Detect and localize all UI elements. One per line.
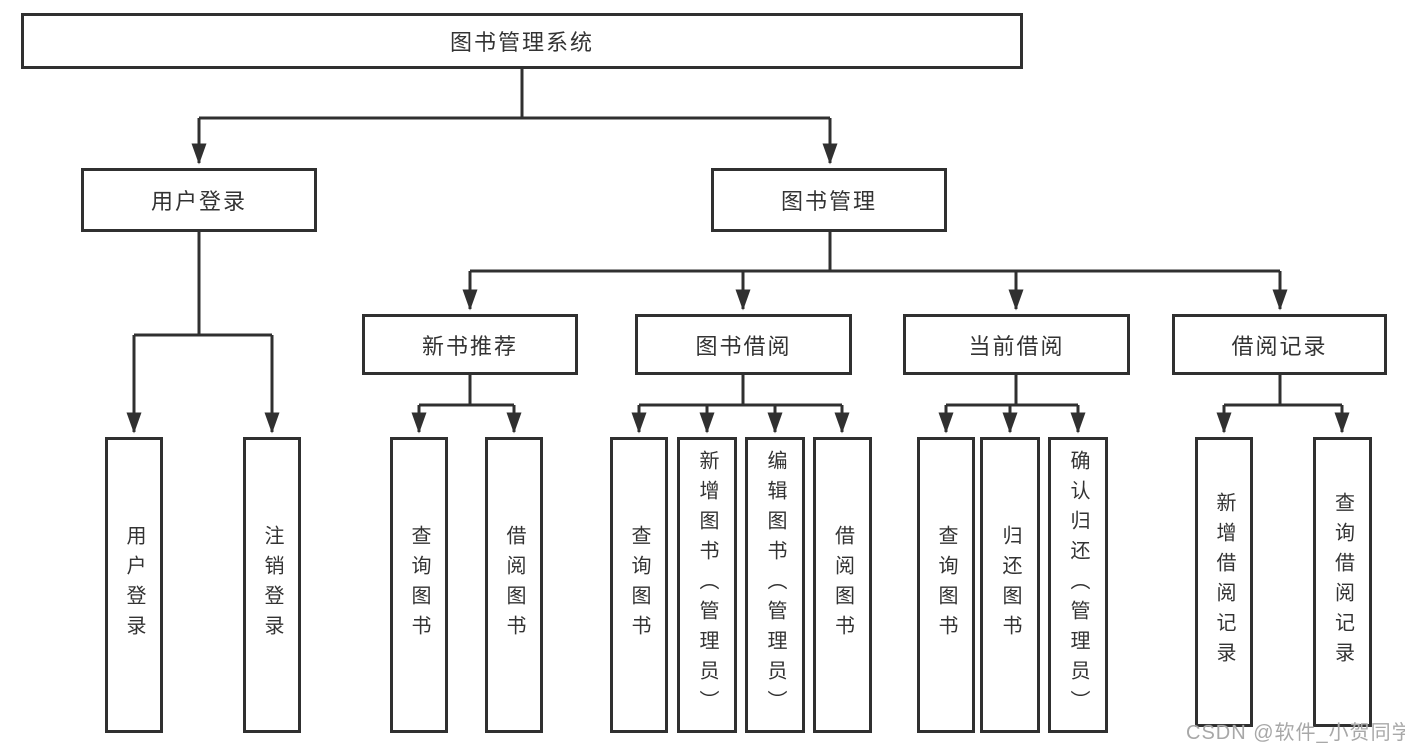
leaf-borrow-book-borrow-label: 借阅图书 — [831, 525, 854, 645]
leaf-add-borrow-record-label: 新增借阅记录 — [1213, 492, 1235, 672]
node-borrow-record-label: 借阅记录 — [1231, 333, 1328, 359]
node-current-borrow-label: 当前借阅 — [968, 333, 1065, 359]
leaf-return-book-label: 归还图书 — [999, 525, 1021, 645]
leaf-add-borrow-record: 新增借阅记录 — [1195, 437, 1253, 727]
leaf-query-borrow-record: 查询借阅记录 — [1313, 437, 1372, 727]
leaf-add-book-admin: 新增图书（管理员） — [677, 437, 737, 733]
leaf-confirm-return-admin: 确认归还（管理员） — [1048, 437, 1108, 733]
leaf-query-book-current-label: 查询图书 — [935, 525, 957, 645]
watermark-text: CSDN @软件_小贺同学 — [1186, 722, 1405, 744]
leaf-logout: 注销登录 — [243, 437, 301, 733]
node-root: 图书管理系统 — [21, 13, 1023, 69]
node-user-login-group: 用户登录 — [81, 168, 317, 232]
node-book-mgmt-group: 图书管理 — [711, 168, 947, 232]
leaf-return-book: 归还图书 — [980, 437, 1040, 733]
node-current-borrow: 当前借阅 — [903, 314, 1130, 375]
node-book-mgmt-group-label: 图书管理 — [780, 189, 877, 214]
leaf-edit-book-admin-label: 编辑图书（管理员） — [764, 450, 786, 720]
node-new-book-rec: 新书推荐 — [362, 314, 578, 375]
node-book-borrow: 图书借阅 — [635, 314, 852, 375]
leaf-query-book-borrow: 查询图书 — [610, 437, 668, 733]
node-root-label: 图书管理系统 — [449, 30, 594, 55]
leaf-add-book-admin-label: 新增图书（管理员） — [696, 450, 718, 720]
leaf-query-book-borrow-label: 查询图书 — [628, 525, 650, 645]
leaf-query-book-rec: 查询图书 — [390, 437, 448, 733]
node-borrow-record: 借阅记录 — [1172, 314, 1387, 375]
leaf-query-book-current: 查询图书 — [917, 437, 975, 733]
leaf-borrow-book-rec: 借阅图书 — [485, 437, 543, 733]
leaf-borrow-book-borrow: 借阅图书 — [813, 437, 872, 733]
node-new-book-rec-label: 新书推荐 — [421, 333, 518, 359]
leaf-borrow-book-rec-label: 借阅图书 — [503, 525, 525, 645]
leaf-user-login: 用户登录 — [105, 437, 163, 733]
leaf-user-login-label: 用户登录 — [123, 525, 145, 645]
leaf-edit-book-admin: 编辑图书（管理员） — [745, 437, 805, 733]
leaf-query-borrow-record-label: 查询借阅记录 — [1331, 492, 1354, 672]
leaf-confirm-return-admin-label: 确认归还（管理员） — [1067, 450, 1089, 720]
leaf-logout-label: 注销登录 — [261, 525, 283, 645]
leaf-query-book-rec-label: 查询图书 — [408, 525, 430, 645]
node-user-login-group-label: 用户登录 — [150, 189, 247, 214]
node-book-borrow-label: 图书借阅 — [695, 333, 792, 359]
